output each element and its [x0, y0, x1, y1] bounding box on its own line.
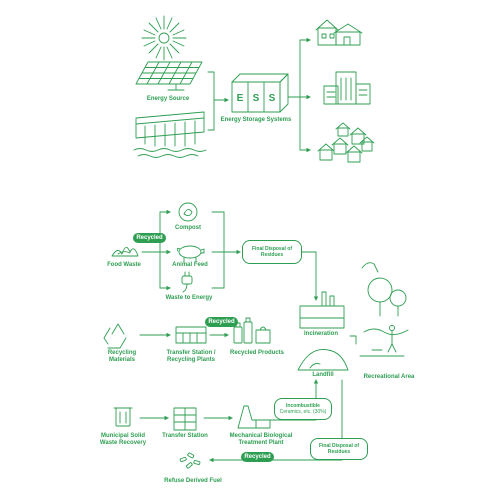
ess-letter: E: [237, 93, 244, 104]
final-disposal-box: Final Disposal of Residues: [242, 240, 302, 264]
recycled-badge: Recycled: [205, 317, 238, 327]
recycling-plant-icon: [175, 326, 207, 344]
landfill-label: Landfill: [312, 372, 334, 378]
waste-to-energy-label: Waste to Energy: [165, 295, 213, 301]
recycling-materials-label: Recycling Materials: [100, 350, 144, 364]
village-icon: [317, 122, 375, 163]
dam-icon: [133, 111, 207, 158]
food-waste-label: Food Waste: [107, 262, 141, 268]
recycling-materials-line: Recycling: [107, 350, 137, 356]
landfill-icon: [297, 348, 349, 371]
banana-peel-icon: [111, 247, 139, 257]
animal-feed-label: Animal Feed: [172, 262, 208, 268]
transfer-line: Transfer Station /: [166, 350, 216, 356]
transfer-station-label: Transfer Station: [162, 433, 208, 439]
transfer-line: Recycling Plants: [166, 357, 216, 363]
recreational-area-icon: [359, 262, 409, 357]
solar-panel-icon: [135, 61, 203, 91]
incombustible-box: Incombustible Ceramics, etc. (30%): [274, 398, 332, 420]
plug-icon: [181, 271, 193, 293]
compost-label: Compost: [175, 225, 201, 231]
energy-source-label: Energy Source: [146, 96, 190, 102]
ess-letter: S: [269, 93, 276, 104]
recycle-symbol-icon: [103, 323, 127, 349]
sun-icon: [141, 15, 187, 61]
recycling-materials-line: Materials: [108, 357, 135, 363]
transfer-station-recycling-label: Transfer Station / Recycling Plants: [160, 350, 222, 364]
msw-line: Waste Recovery: [99, 440, 147, 446]
incombustible-line: Incombustible: [286, 403, 320, 409]
compost-icon: [178, 202, 198, 222]
mbt-line: Mechanical Biological: [229, 433, 293, 439]
final-disposal-line: Final Disposal of: [251, 246, 292, 252]
mbt-plant-label: Mechanical Biological Treatment Plant: [228, 433, 294, 447]
msw-line: Municipal Solid: [100, 433, 145, 439]
ess-block-icon: [231, 73, 289, 113]
incombustible-line: Ceramics, etc. (30%): [279, 409, 327, 415]
recycled-badge: Recycled: [241, 452, 274, 462]
transfer-station-icon: [173, 407, 197, 431]
incineration-label: Incineration: [303, 331, 338, 337]
refuse-derived-fuel-label: Refuse Derived Fuel: [164, 478, 222, 484]
trash-bin-icon: [113, 407, 133, 427]
recycled-products-icon: [233, 317, 271, 344]
recreational-area-label: Recreational Area: [363, 374, 415, 380]
pig-icon: [176, 245, 205, 263]
final-disposal-line: Final Disposal of: [318, 443, 359, 449]
mbt-plant-icon: [237, 405, 271, 429]
recycled-products-label: Recycled Products: [229, 350, 285, 356]
final-disposal-box: Final Disposal of Residues: [310, 438, 368, 460]
buildings-icon: [323, 71, 371, 105]
final-disposal-line: Residues: [260, 252, 284, 258]
incineration-plant-icon: [299, 291, 345, 329]
ess-letter: S: [253, 93, 260, 104]
mbt-line: Treatment Plant: [238, 440, 284, 446]
final-disposal-line: Residues: [327, 449, 351, 455]
msw-recovery-label: Municipal Solid Waste Recovery: [98, 433, 148, 447]
recycled-badge: Recycled: [133, 233, 166, 243]
ess-label: Energy Storage Systems: [220, 117, 292, 123]
refuse-derived-fuel-icon: [179, 452, 201, 469]
houses-icon: [315, 19, 363, 46]
